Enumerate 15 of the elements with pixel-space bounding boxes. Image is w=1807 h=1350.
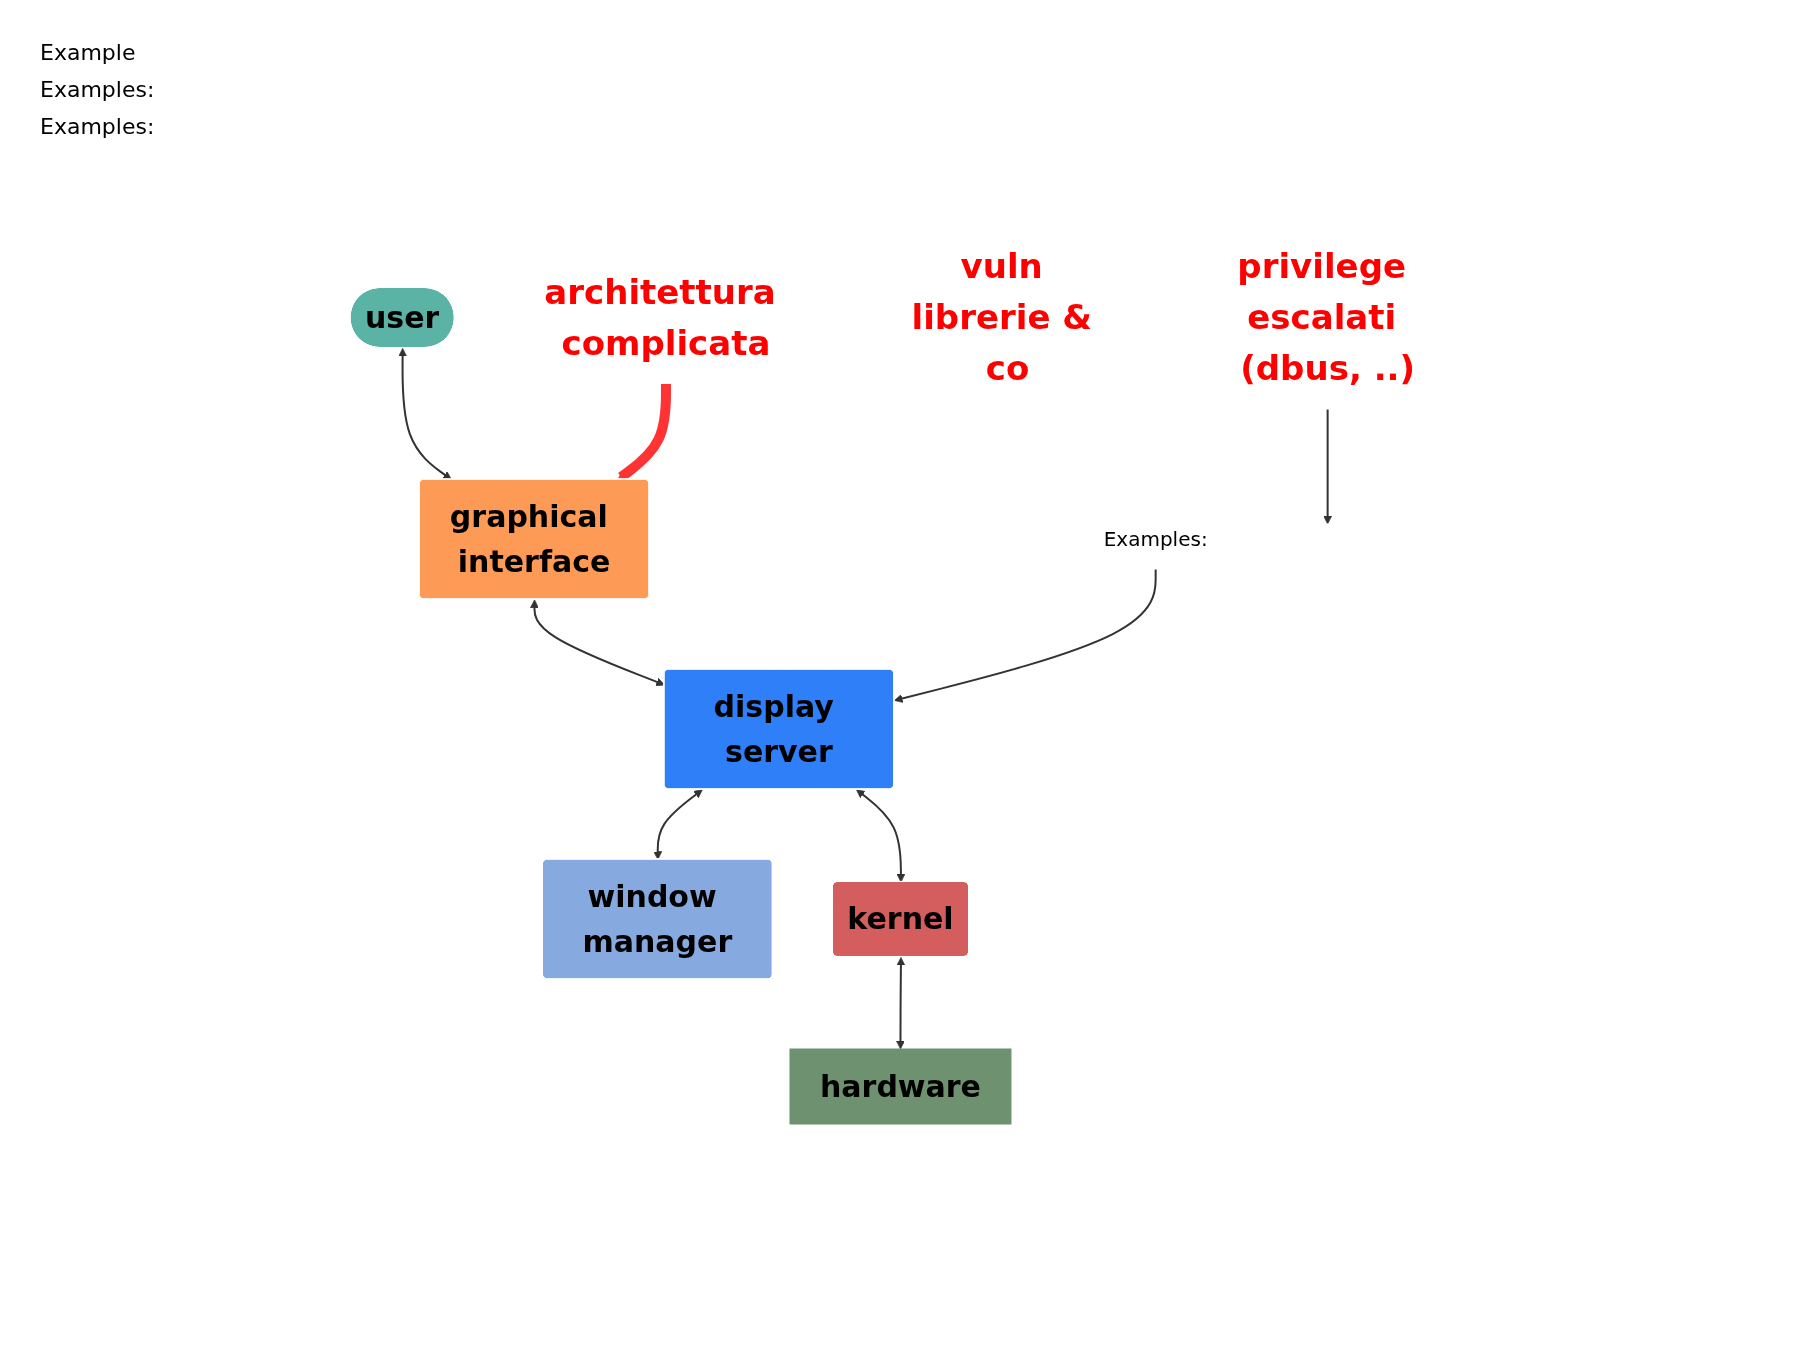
arrow: [529, 599, 665, 687]
example-note: Examples:: [40, 114, 155, 139]
example-note: Example: [40, 40, 137, 65]
node-text: Examples:: [1103, 527, 1208, 551]
node-text: architettura complicata: [544, 271, 776, 363]
node-box: hardware: [789, 1048, 1012, 1125]
arrow: [855, 789, 905, 883]
node-text: vuln librerie & co: [911, 246, 1092, 388]
arrow: [895, 957, 905, 1050]
arrow: [1322, 408, 1332, 525]
arrow: [893, 568, 1157, 703]
example-note: Examples:: [40, 77, 155, 102]
arrow: [653, 789, 703, 860]
arrow: [397, 348, 452, 480]
node-text: privilege escalati (dbus, ..): [1237, 246, 1415, 388]
